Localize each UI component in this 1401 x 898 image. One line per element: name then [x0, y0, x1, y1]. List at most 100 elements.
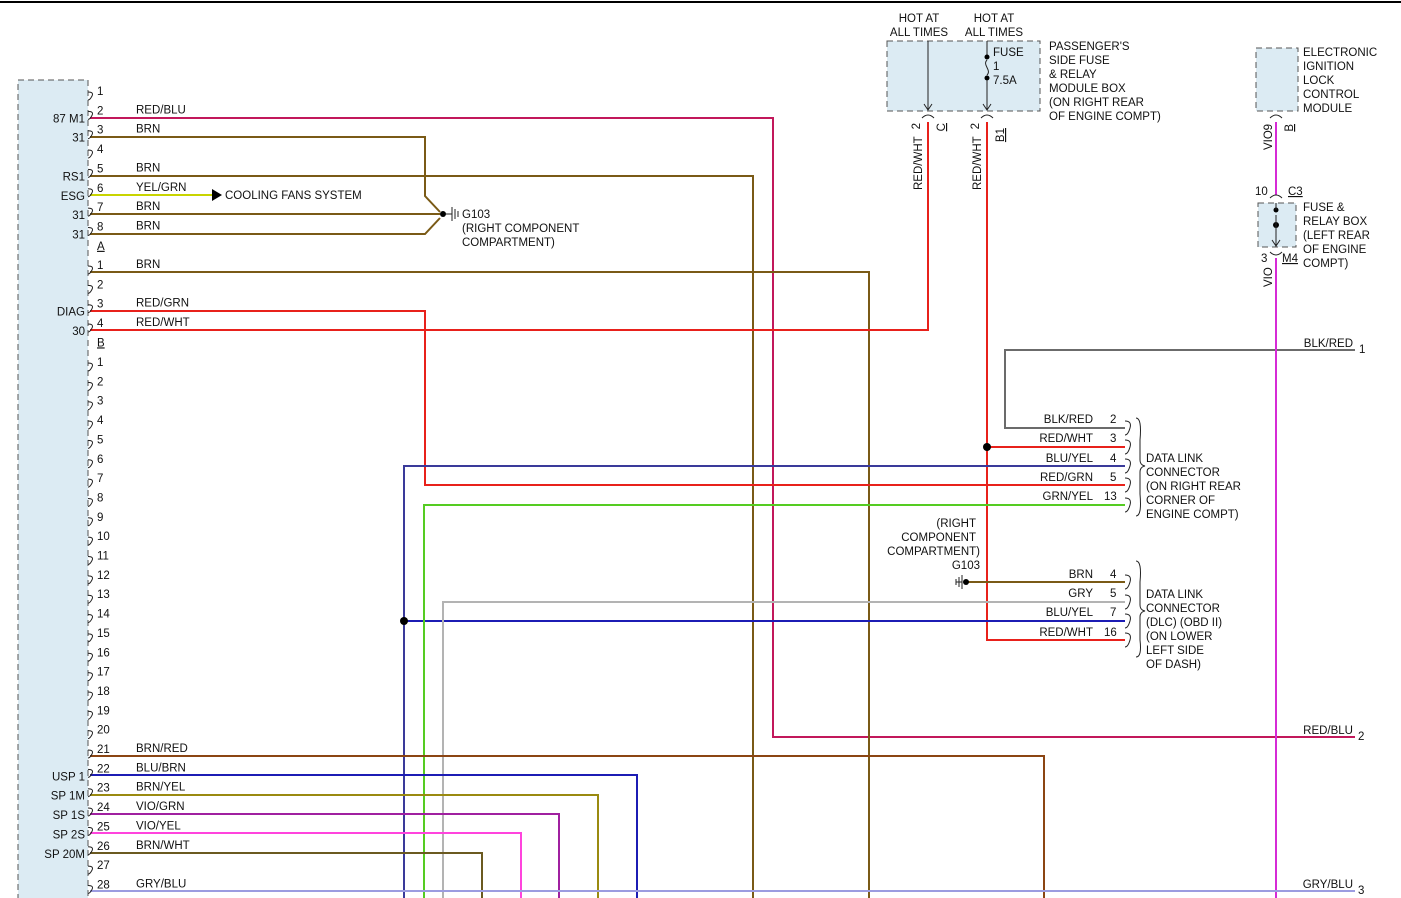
ecm-pin-number: 1	[97, 86, 103, 98]
ecm-wire-color-label: RED/WHT	[136, 317, 190, 329]
ecm-pin-cap	[87, 130, 93, 140]
fuse-left-icon	[1271, 203, 1281, 247]
ecm-pin-cap	[87, 865, 93, 875]
pfb-title-3: & RELAY	[1049, 69, 1097, 81]
eil-pin: 9	[1263, 124, 1275, 130]
eil-title-2: IGNITION	[1303, 61, 1354, 73]
ecm-pin-number: 1	[97, 260, 103, 272]
hot-label-2b: ALL TIMES	[965, 27, 1023, 39]
lfb-bottom-pin: 3	[1261, 253, 1267, 265]
ecm-pin-cap	[87, 536, 93, 546]
lfb-wire-label: VIO	[1263, 267, 1275, 287]
fuse-line-2: 1	[993, 61, 999, 73]
dlc2-pin-1: 5	[1110, 588, 1116, 600]
ecm-pin-number: 11	[97, 551, 109, 563]
ecm-pin-cap	[87, 807, 93, 817]
dlc2-pin-3: 16	[1104, 627, 1117, 639]
dlc2-title-3: (DLC) (OBD II)	[1146, 617, 1222, 629]
dlc1-title-2: CONNECTOR	[1146, 467, 1220, 479]
dlc1-brace	[1135, 417, 1146, 517]
wire-a8-brn	[90, 217, 441, 235]
lfb-title-5: COMPT)	[1303, 258, 1349, 270]
ecm-pin-cap	[87, 826, 93, 836]
wire-red-wht-b1	[986, 122, 1125, 641]
g103-top-name: G103	[462, 209, 490, 221]
ecm-pin-cap	[87, 284, 93, 294]
ecm-pin-cap	[87, 401, 93, 411]
ecm-pin-cap	[87, 265, 93, 275]
ground-g103-top-icon	[440, 207, 459, 221]
ecm-terminal-name: 87 M1	[53, 113, 85, 125]
ecm-pin-cap	[87, 575, 93, 585]
ecm-pin-number: 1	[97, 357, 103, 369]
pfb-pin-right: 2	[970, 123, 982, 129]
ecm-wire-color-label: VIO/GRN	[136, 801, 185, 813]
dlc1-pin-3: 5	[1110, 472, 1116, 484]
ecm-pin-cap	[87, 691, 93, 701]
ecm-pin-cap	[87, 110, 93, 120]
dlc2-wire-1: GRY	[1068, 588, 1093, 600]
ecm-pin-number: 12	[97, 570, 110, 582]
dlc2-pin-caps	[1124, 574, 1131, 648]
ecm-pin-cap	[87, 710, 93, 720]
wire-b1-brn	[90, 271, 870, 898]
wire-red-wht-c	[90, 122, 929, 331]
ecm-pin-number: 18	[97, 686, 110, 698]
ecm-terminal-name: ESG	[61, 191, 85, 203]
ecm-pin-number: 14	[97, 609, 110, 621]
wire-a3-brn	[90, 136, 441, 213]
arrow-left-icon	[923, 103, 933, 111]
ecm-pin-number: 2	[97, 279, 103, 291]
ecm-pin-cap	[87, 614, 93, 624]
ecm-pin-cap	[87, 91, 93, 101]
eil-title-5: MODULE	[1303, 103, 1353, 115]
ecm-pin-cap	[87, 381, 93, 391]
ecm-pin-number: 3	[97, 396, 103, 408]
ecm-pin-number: 4	[97, 415, 104, 427]
edge-num-3: 3	[1358, 885, 1364, 897]
ecm-wire-color-label: BRN	[136, 162, 160, 174]
edge-label-1: BLK/RED	[1304, 338, 1353, 350]
wire-blu-yel	[403, 465, 1125, 898]
fuse-icon	[982, 41, 992, 111]
ecm-wire-color-label: VIO/YEL	[136, 820, 181, 832]
ecm-pin-number: 27	[97, 860, 110, 872]
wire-red-blu	[90, 117, 1355, 738]
ecm-pin-number: 13	[97, 589, 110, 601]
ecm-wire-color-label: BRN/YEL	[136, 782, 186, 794]
dlc2-title-1: DATA LINK	[1146, 589, 1203, 601]
ecm-wire-color-label: BRN/WHT	[136, 840, 190, 852]
cap-eil	[1269, 114, 1283, 119]
ecm-terminal-name: 31	[72, 229, 85, 241]
hot-label-2a: HOT AT	[974, 13, 1014, 25]
ecm-pin-number: 8	[97, 492, 103, 504]
ecm-terminal-name: SP 2S	[53, 829, 86, 841]
ecm-pin-cap	[87, 420, 93, 430]
ecm-pin-number: 10	[97, 531, 110, 543]
ecm-pin-number: 4	[97, 318, 104, 330]
ecm-terminal-name: 31	[72, 133, 85, 145]
wire-brn-yel	[90, 794, 599, 898]
lfb-title-1: FUSE &	[1303, 202, 1345, 214]
ecm-pin-number: 16	[97, 647, 110, 659]
ecm-terminal-name: RS1	[63, 171, 85, 183]
ecm-pin-number: 26	[97, 841, 110, 853]
ecm-terminal-name: SP 20M	[44, 849, 85, 861]
ecm-pin-cap	[87, 884, 93, 894]
ecm-pin-cap	[87, 652, 93, 662]
ecm-pin-number: 6	[97, 454, 103, 466]
cap-c3	[1269, 194, 1283, 199]
ecm-pin-cap	[87, 846, 93, 856]
wire-a5-brn	[90, 175, 754, 898]
ecm-pin-cap	[87, 207, 93, 217]
wire-brn-wht	[90, 852, 483, 898]
dlc1-pin-1: 3	[1110, 433, 1116, 445]
wire-label-red-wht-c: RED/WHT	[913, 136, 925, 190]
dlc2-wire-2: BLU/YEL	[1046, 607, 1094, 619]
ecm-terminal-name: 30	[72, 326, 85, 338]
wire-red-grn	[90, 310, 1125, 486]
ecm-pin-cap	[87, 226, 93, 236]
dlc2-wire-3: RED/WHT	[1039, 627, 1093, 639]
dlc1-title-4: CORNER OF	[1146, 495, 1215, 507]
